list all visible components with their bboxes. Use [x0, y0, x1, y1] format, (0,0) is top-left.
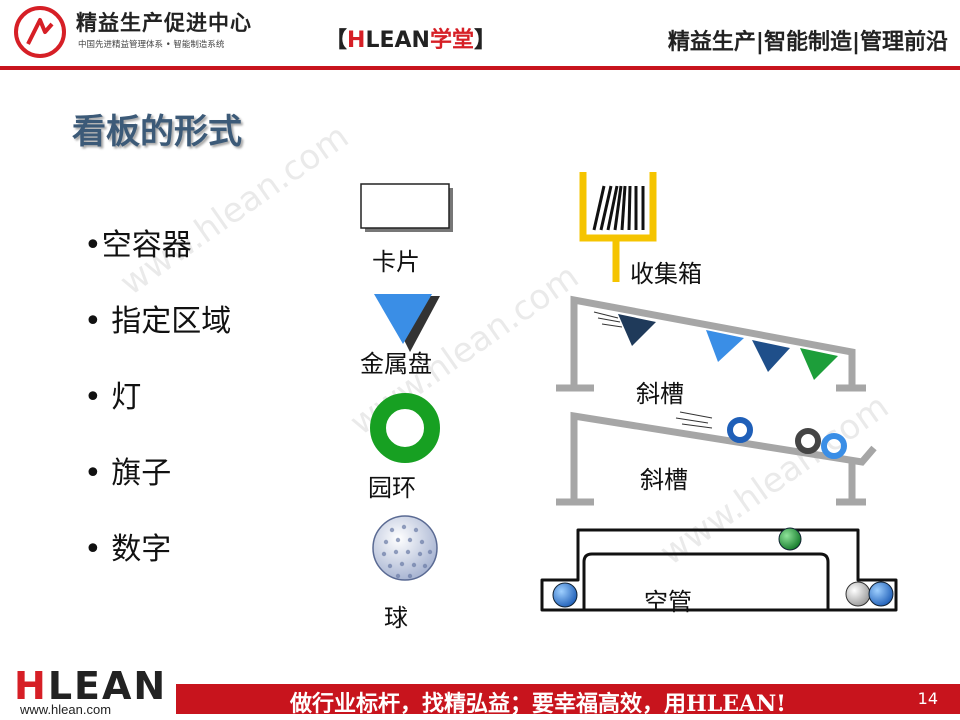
label-metal-tray: 金属盘	[360, 350, 432, 378]
label-ball: 球	[384, 604, 408, 632]
chute-flags-icon	[556, 295, 866, 392]
label-chute-2: 斜槽	[640, 466, 688, 494]
logo-icon	[14, 6, 66, 58]
brand-lean: LEAN	[365, 28, 430, 53]
footer-url: www.hlean.com	[20, 702, 112, 717]
org-title: 精益生产促进中心	[76, 11, 252, 35]
brand-h: H	[347, 28, 366, 53]
footer-brand-h: H	[14, 664, 48, 708]
brand-center: 【HLEAN学堂】	[325, 22, 496, 54]
bullet-item: • 数字	[84, 532, 172, 567]
header-tagline: 精益生产|智能制造|管理前沿	[667, 30, 948, 55]
footer-bar	[176, 684, 960, 714]
brand-bracket-close: 】	[473, 28, 496, 53]
footer-slogan: 做行业标杆，找精弘益；要幸福高效，用HLEAN!	[290, 691, 786, 717]
brand-bracket-open: 【	[325, 28, 348, 53]
label-chute-1: 斜槽	[636, 380, 684, 408]
card-icon	[360, 183, 453, 232]
chute-rings-icon	[556, 411, 877, 506]
header-divider	[0, 66, 960, 70]
org-subtitle: 中国先进精益管理体系 • 智能制造系统	[78, 40, 225, 50]
ring-icon	[370, 393, 440, 463]
label-collection-box: 收集箱	[630, 260, 702, 288]
collection-box-icon	[579, 172, 657, 282]
label-ring: 园环	[368, 474, 416, 502]
empty-pipe-icon	[540, 527, 898, 612]
ball-icon	[372, 515, 438, 581]
bullet-item: • 旗子	[84, 456, 172, 491]
brand-school: 学堂	[429, 28, 474, 53]
label-card: 卡片	[372, 248, 420, 276]
footer-brand-rest: LEAN	[47, 664, 168, 708]
bullet-item: •空容器	[84, 228, 192, 263]
metal-tray-icon	[374, 294, 440, 352]
bullet-item: • 灯	[84, 380, 142, 415]
label-empty-pipe: 空管	[644, 588, 692, 616]
header: 精益生产促进中心 中国先进精益管理体系 • 智能制造系统 【HLEAN学堂】 精…	[0, 0, 960, 64]
footer-brand: HLEAN	[14, 664, 167, 708]
page-title: 看板的形式	[72, 112, 242, 152]
page-number: 14	[917, 689, 938, 708]
bullet-item: • 指定区域	[84, 304, 232, 339]
